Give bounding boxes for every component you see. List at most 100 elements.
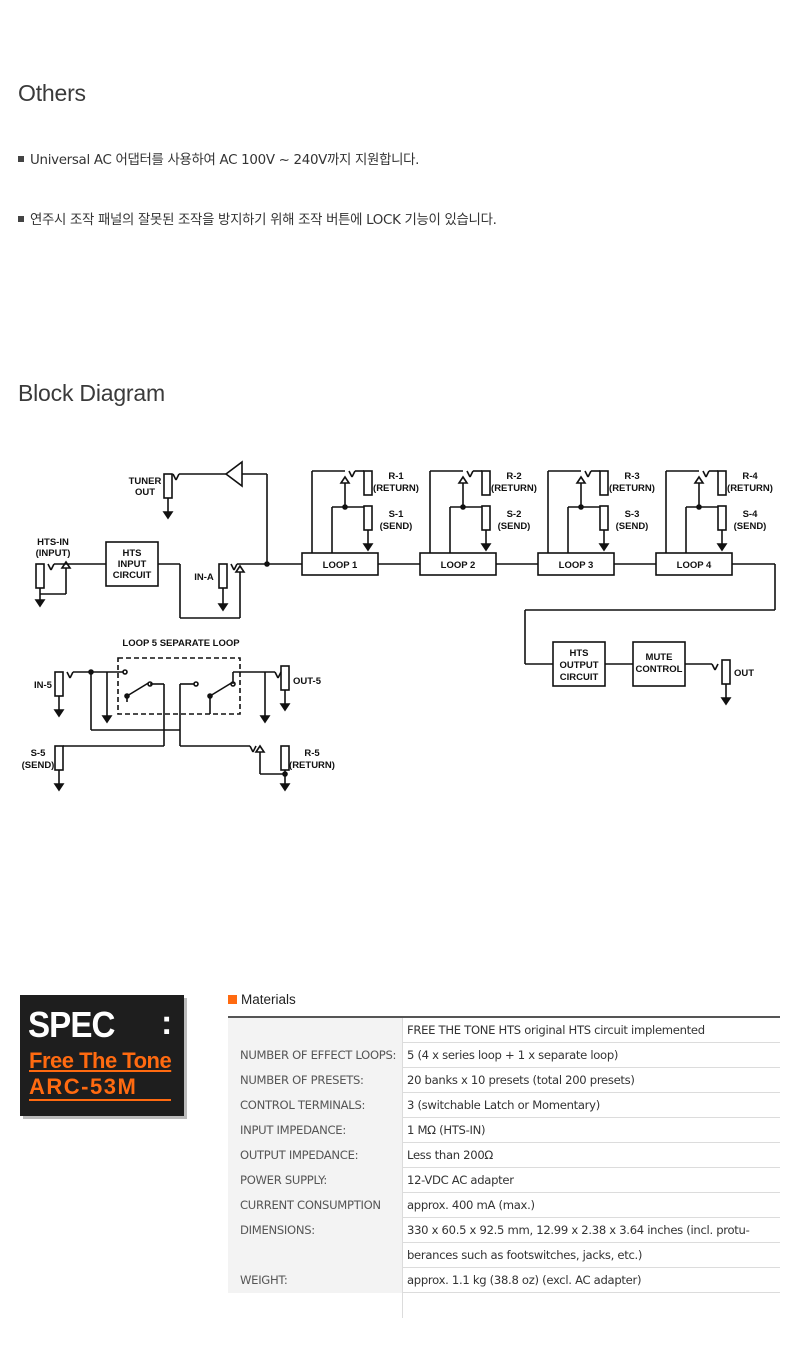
hts-output-label-2: OUTPUT — [559, 660, 598, 671]
s3-label: S-3 — [625, 509, 640, 520]
row-key — [228, 1243, 402, 1268]
spec-table: FREE THE TONE HTS original HTS circuit i… — [228, 1016, 780, 1318]
tuner-label-1: TUNER — [129, 476, 162, 487]
in-a-label: IN-A — [194, 572, 214, 583]
loop-2-label: LOOP 2 — [441, 560, 476, 571]
in5-label: IN-5 — [34, 680, 53, 691]
out-jack — [721, 659, 731, 685]
row-value: 330 x 60.5 x 92.5 mm, 12.99 x 2.38 x 3.6… — [402, 1218, 780, 1243]
s5-tag: (SEND) — [22, 760, 55, 771]
hts-input-label-2: INPUT — [118, 559, 147, 570]
tuner-out-jack — [163, 473, 173, 499]
hts-input-label-3: CIRCUIT — [113, 570, 152, 581]
table-row: FREE THE TONE HTS original HTS circuit i… — [228, 1018, 780, 1043]
table-row: POWER SUPPLY:12-VDC AC adapter — [228, 1168, 780, 1193]
table-row: NUMBER OF EFFECT LOOPS:5 (4 x series loo… — [228, 1043, 780, 1068]
table-row: WEIGHT:approx. 1.1 kg (38.8 oz) (excl. A… — [228, 1268, 780, 1293]
block-diagram-title: Block Diagram — [18, 380, 165, 406]
r2-tag: (RETURN) — [491, 483, 537, 494]
in-a-jack — [218, 563, 228, 589]
others-bullet-1: Universal AC 어댑터를 사용하여 AC 100V ~ 240V까지 … — [18, 148, 419, 168]
row-key: POWER SUPPLY: — [228, 1168, 402, 1193]
row-value: Less than 200Ω — [402, 1143, 780, 1168]
row-key: CONTROL TERMINALS: — [228, 1093, 402, 1118]
r4-tag: (RETURN) — [727, 483, 773, 494]
out5-label: OUT-5 — [293, 676, 322, 687]
hts-in-label-1: HTS-IN — [37, 537, 69, 548]
table-row: CONTROL TERMINALS:3 (switchable Latch or… — [228, 1093, 780, 1118]
row-value: 20 banks x 10 presets (total 200 presets… — [402, 1068, 780, 1093]
table-row-empty — [228, 1293, 780, 1318]
r3-label: R-3 — [624, 471, 639, 482]
row-value: 5 (4 x series loop + 1 x separate loop) — [402, 1043, 780, 1068]
row-value: 1 MΩ (HTS-IN) — [402, 1118, 780, 1143]
r1-label: R-1 — [388, 471, 404, 482]
row-key: NUMBER OF PRESETS: — [228, 1068, 402, 1093]
bullet-square-icon — [18, 216, 24, 222]
table-row: OUTPUT IMPEDANCE:Less than 200Ω — [228, 1143, 780, 1168]
r1-tag: (RETURN) — [373, 483, 419, 494]
row-key: INPUT IMPEDANCE: — [228, 1118, 402, 1143]
r5-label: R-5 — [304, 748, 320, 759]
hts-output-label-3: CIRCUIT — [560, 672, 599, 683]
block-diagram: TUNER OUT HTS-IN (INPUT) HTS INPUT CIRCU… — [22, 460, 776, 792]
materials-title: Materials — [241, 992, 296, 1007]
table-row: berances such as footswitches, jacks, et… — [228, 1243, 780, 1268]
bullet-text: Universal AC 어댑터를 사용하여 AC 100V ~ 240V까지 … — [30, 153, 420, 168]
row-value: approx. 400 mA (max.) — [402, 1193, 780, 1218]
loop-4-label: LOOP 4 — [677, 560, 712, 571]
s3-tag: (SEND) — [616, 521, 649, 532]
s2-label: S-2 — [507, 509, 522, 520]
spec-model: ARC-53M — [29, 1075, 171, 1101]
row-key: DIMENSIONS: — [228, 1218, 402, 1243]
hts-input-label-1: HTS — [123, 548, 142, 559]
table-row: INPUT IMPEDANCE:1 MΩ (HTS-IN) — [228, 1118, 780, 1143]
hts-in-label-2: (INPUT) — [36, 548, 71, 559]
row-key: CURRENT CONSUMPTION — [228, 1193, 402, 1218]
bullet-square-icon — [18, 156, 24, 162]
loop5-label: LOOP 5 SEPARATE LOOP — [122, 638, 240, 649]
row-value: FREE THE TONE HTS original HTS circuit i… — [402, 1018, 780, 1043]
table-row: NUMBER OF PRESETS:20 banks x 10 presets … — [228, 1068, 780, 1093]
row-key: OUTPUT IMPEDANCE: — [228, 1143, 402, 1168]
out-label: OUT — [734, 668, 754, 679]
spec-heading: SPEC — [28, 1004, 115, 1045]
r5-tag: (RETURN) — [289, 760, 335, 771]
table-row: DIMENSIONS:330 x 60.5 x 92.5 mm, 12.99 x… — [228, 1218, 780, 1243]
others-title: Others — [18, 80, 86, 106]
s2-tag: (SEND) — [498, 521, 531, 532]
loop-3-label: LOOP 3 — [559, 560, 594, 571]
bullet-text: 연주시 조작 패널의 잘못된 조작을 방지하기 위해 조작 버튼에 LOCK 기… — [30, 213, 497, 228]
spec-brand: Free The Tone — [29, 1048, 172, 1073]
loop5-switch-box — [117, 657, 241, 715]
row-key: WEIGHT: — [228, 1268, 402, 1293]
hts-in-jack — [35, 563, 45, 589]
materials-heading: Materials — [228, 992, 296, 1007]
s1-label: S-1 — [389, 509, 405, 520]
mute-label-2: CONTROL — [636, 664, 683, 675]
row-value: berances such as footswitches, jacks, et… — [402, 1243, 780, 1268]
row-value: 3 (switchable Latch or Momentary) — [402, 1093, 780, 1118]
r4-label: R-4 — [742, 471, 758, 482]
spec-colon: : — [161, 1004, 173, 1042]
loop-1-group — [301, 470, 379, 576]
mute-label-1: MUTE — [646, 652, 673, 663]
s1-tag: (SEND) — [380, 521, 413, 532]
s5-label: S-5 — [31, 748, 47, 759]
row-value: approx. 1.1 kg (38.8 oz) (excl. AC adapt… — [402, 1268, 780, 1293]
row-key: NUMBER OF EFFECT LOOPS: — [228, 1043, 402, 1068]
row-value-empty — [402, 1293, 780, 1318]
r2-label: R-2 — [506, 471, 521, 482]
others-bullet-2: 연주시 조작 패널의 잘못된 조작을 방지하기 위해 조작 버튼에 LOCK 기… — [18, 208, 497, 228]
r3-tag: (RETURN) — [609, 483, 655, 494]
row-key-empty — [228, 1293, 402, 1318]
s4-label: S-4 — [743, 509, 759, 520]
orange-square-icon — [228, 995, 237, 1004]
row-key — [228, 1018, 402, 1043]
s4-tag: (SEND) — [734, 521, 767, 532]
tuner-label-2: OUT — [135, 487, 155, 498]
hts-output-label-1: HTS — [570, 648, 589, 659]
row-value: 12-VDC AC adapter — [402, 1168, 780, 1193]
loop-1-label: LOOP 1 — [323, 560, 358, 571]
